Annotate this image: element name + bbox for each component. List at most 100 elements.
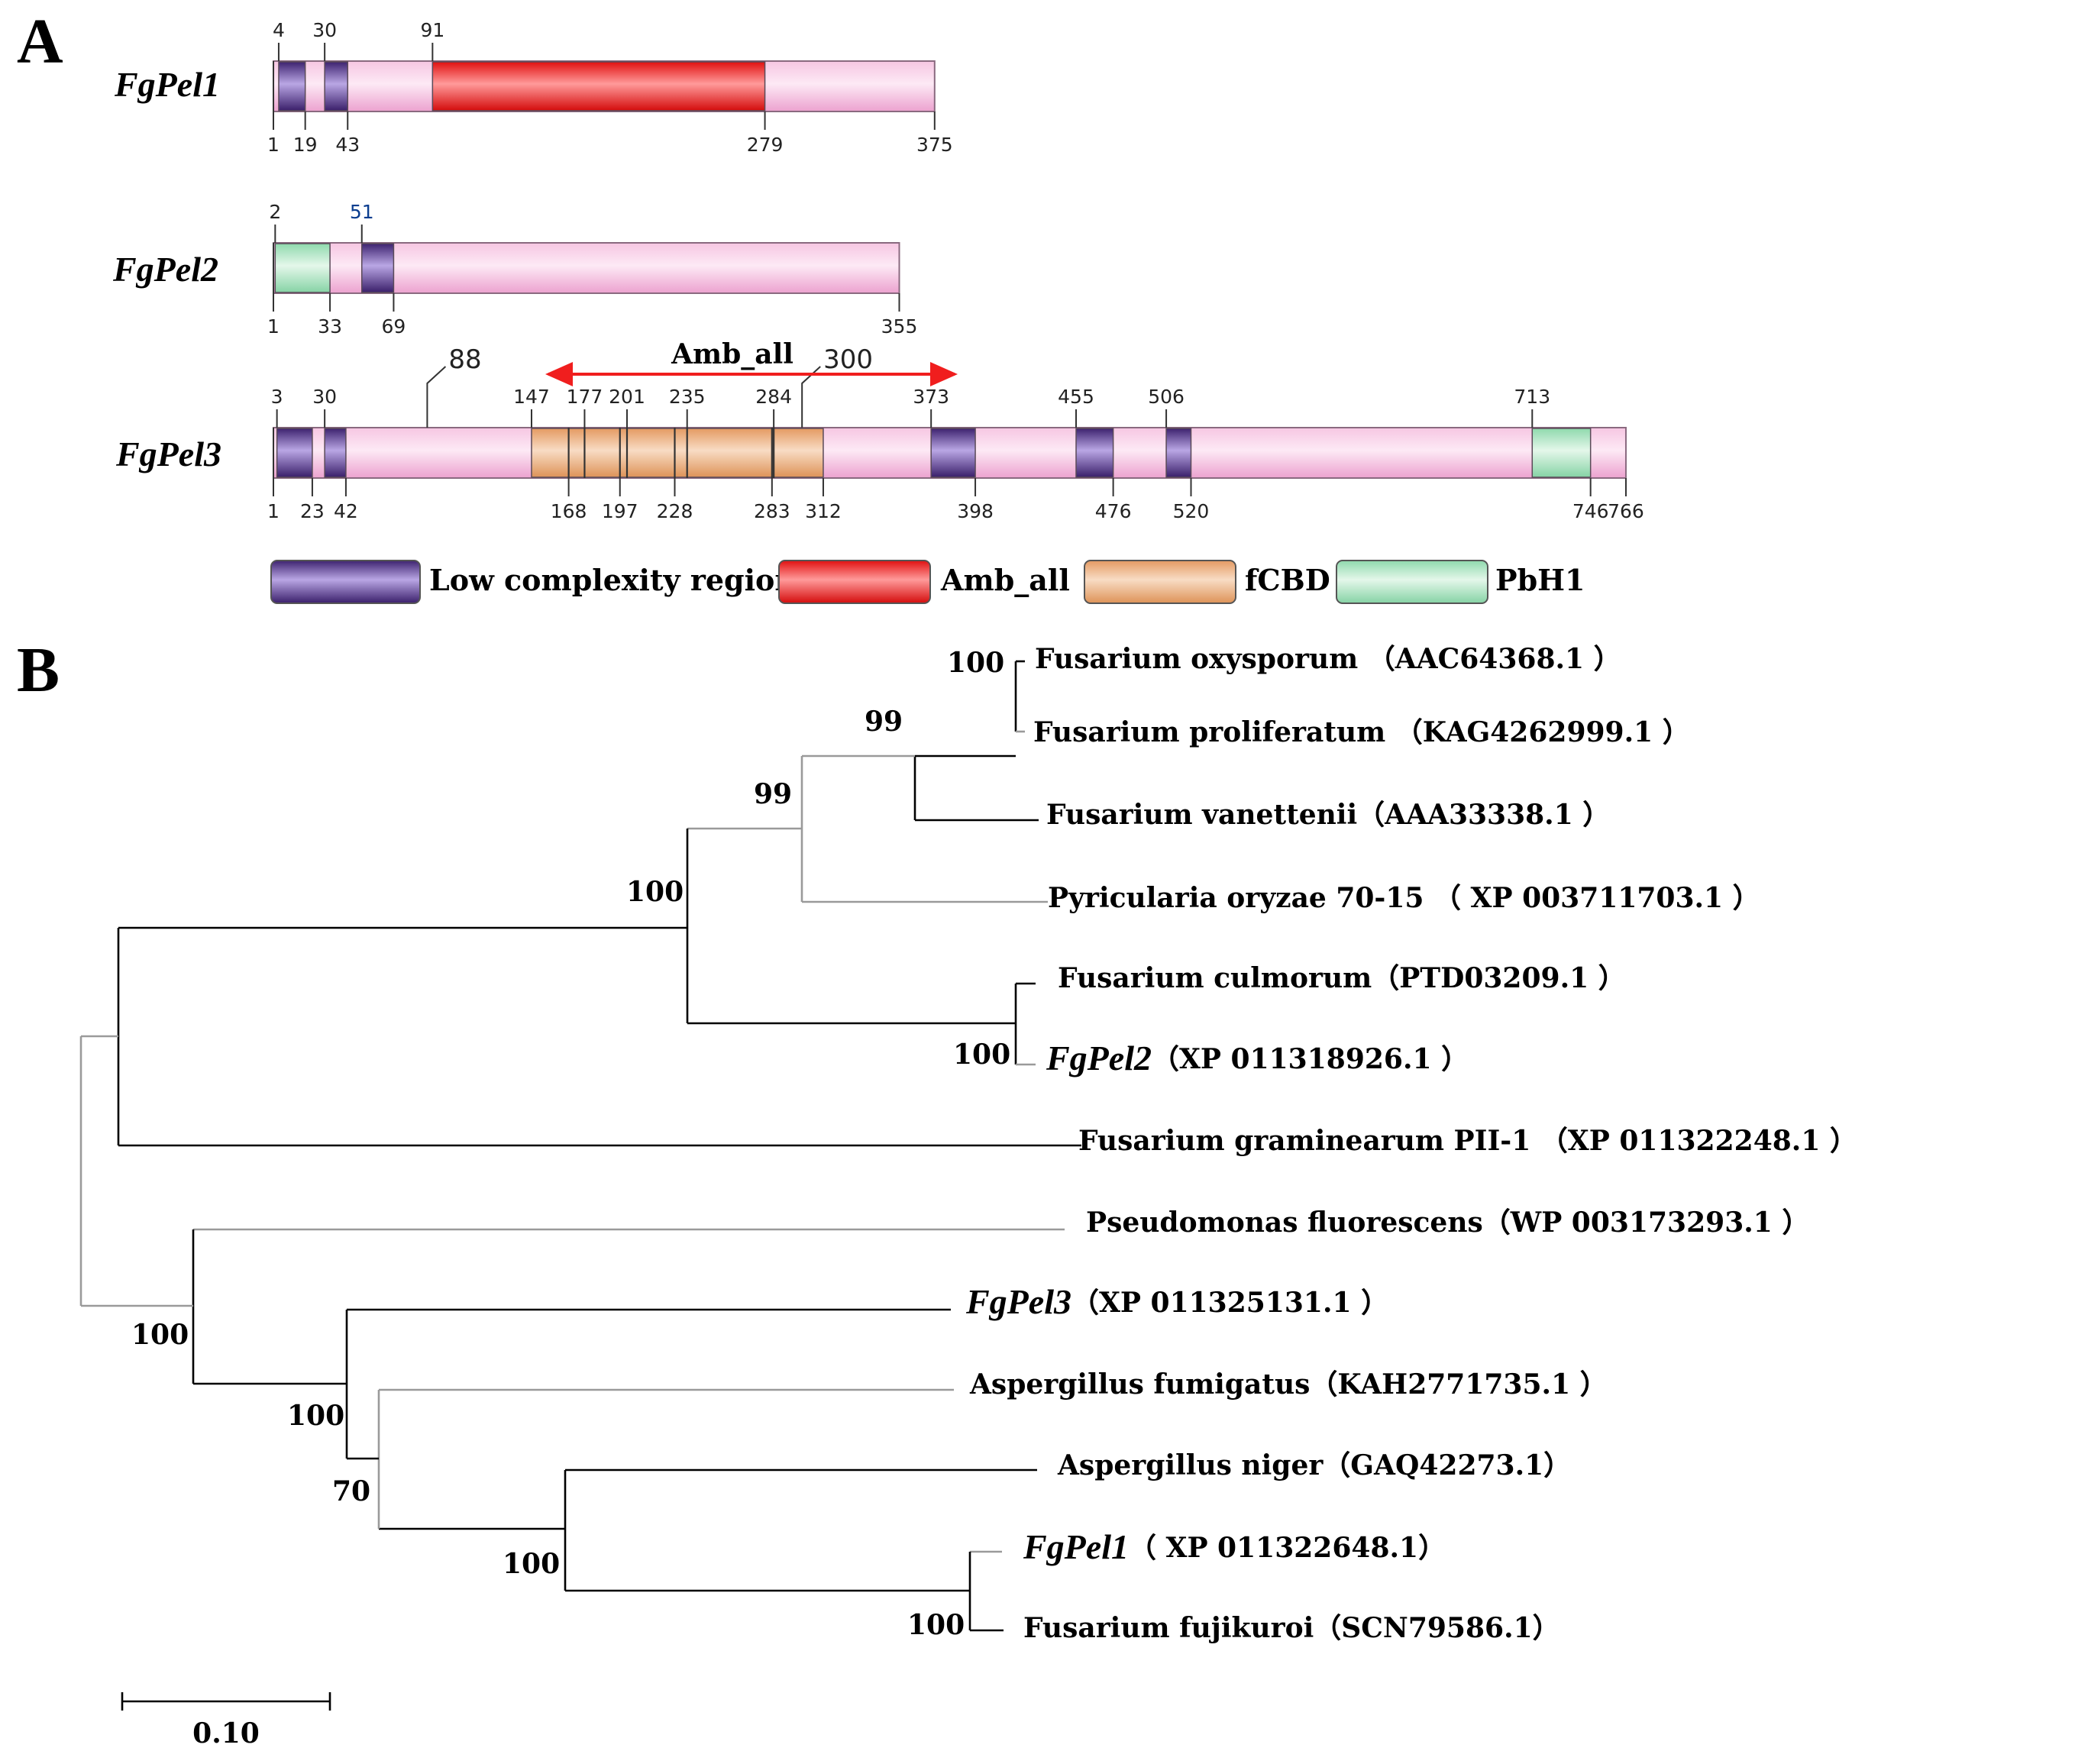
position-label-bottom: 398 xyxy=(957,500,994,522)
domain-fcbd xyxy=(531,428,824,478)
domain-low-complexity xyxy=(324,428,347,478)
leaf-text: （XP 011325131.1 ） xyxy=(1071,1287,1388,1319)
leaf-text: Fusarium graminearum PII-1 （XP 011322248… xyxy=(1078,1125,1857,1157)
leaf-text: （ XP 011322648.1） xyxy=(1129,1532,1446,1564)
domain-low-complexity xyxy=(276,428,313,478)
position-label-bottom: 1 xyxy=(267,134,280,156)
position-label-top: 91 xyxy=(420,19,444,41)
position-label-bottom: 33 xyxy=(318,315,342,338)
legend-swatch-pbh1 xyxy=(1336,560,1488,604)
leaf-text: Fusarium oxysporum （AAC64368.1 ） xyxy=(1035,643,1621,675)
position-label-top: 4 xyxy=(273,19,285,41)
leaf-text: （XP 011318926.1 ） xyxy=(1152,1043,1469,1075)
position-label-top: 455 xyxy=(1058,386,1094,408)
position-label-bottom: 19 xyxy=(293,134,318,156)
position-label-top: 713 xyxy=(1514,386,1550,408)
tree-leaf-label: Aspergillus niger（GAQ42273.1） xyxy=(1057,1449,1571,1481)
position-label-top: 177 xyxy=(567,386,603,408)
position-label-top: 147 xyxy=(513,386,550,408)
position-label-bottom: 23 xyxy=(300,500,325,522)
bootstrap-value: 100 xyxy=(947,647,1004,679)
tree-leaf-label: FgPel2（XP 011318926.1 ） xyxy=(1046,1039,1469,1077)
callout-label: 88 xyxy=(448,344,481,375)
legend-label-pbh1: PbH1 xyxy=(1495,563,1585,597)
position-label-top: 30 xyxy=(312,19,337,41)
domain-low-complexity xyxy=(278,61,306,111)
panel-label-a: A xyxy=(17,6,63,77)
leaf-text: Aspergillus niger（GAQ42273.1） xyxy=(1057,1449,1571,1481)
position-label-top: 373 xyxy=(913,386,949,408)
tree-leaf-label: Fusarium proliferatum （KAG4262999.1 ） xyxy=(1033,716,1690,748)
position-label-bottom: 228 xyxy=(657,500,693,522)
tree-leaf-label: Fusarium culmorum（PTD03209.1 ） xyxy=(1058,962,1626,994)
tree-leaf-label: Aspergillus fumigatus（KAH2771735.1 ） xyxy=(969,1368,1608,1401)
position-label-top: 2 xyxy=(269,201,281,223)
leaf-text: Pyricularia oryzae 70-15 （ XP 003711703.… xyxy=(1048,882,1760,914)
bootstrap-value: 100 xyxy=(626,876,684,908)
tree-leaf-labels: Fusarium oxysporum （AAC64368.1 ） Fusariu… xyxy=(965,643,1857,1644)
position-label-bottom: 476 xyxy=(1095,500,1132,522)
position-label-bottom: 42 xyxy=(334,500,358,522)
leaf-protein-name: FgPel3 xyxy=(965,1282,1071,1321)
position-label-bottom: 375 xyxy=(916,134,953,156)
scale-bar-line xyxy=(121,1692,331,1711)
position-label-top: 30 xyxy=(312,386,337,408)
position-label-top: 3 xyxy=(271,386,283,408)
position-label-bottom: 355 xyxy=(881,315,918,338)
legend-swatch-low-complexity xyxy=(270,560,421,604)
tree-branches xyxy=(79,660,1081,1632)
leaf-protein-name: FgPel2 xyxy=(1046,1039,1152,1077)
tree-leaf-label: Fusarium oxysporum （AAC64368.1 ） xyxy=(1035,643,1621,675)
tree-leaf-label: Pyricularia oryzae 70-15 （ XP 003711703.… xyxy=(1048,882,1760,914)
leaf-text: Fusarium fujikuroi（SCN79586.1） xyxy=(1023,1612,1560,1644)
callout-line xyxy=(426,366,447,428)
position-label-bottom: 69 xyxy=(382,315,406,338)
position-label-bottom: 283 xyxy=(754,500,790,522)
bootstrap-value: 99 xyxy=(754,778,792,810)
leaf-text: Aspergillus fumigatus（KAH2771735.1 ） xyxy=(969,1368,1608,1401)
tree-leaf-label: Fusarium vanettenii（AAA33338.1 ） xyxy=(1046,799,1610,831)
tree-leaf-label: FgPel3（XP 011325131.1 ） xyxy=(965,1282,1388,1321)
callout-label: 300 xyxy=(823,344,873,375)
domain-amb-all xyxy=(431,61,766,111)
domain-pbh1 xyxy=(274,243,331,293)
bootstrap-value: 100 xyxy=(503,1548,560,1580)
protein-name-fgpel2: FgPel2 xyxy=(112,250,218,289)
protein-name-fgpel1: FgPel1 xyxy=(114,65,220,104)
leaf-protein-name: FgPel1 xyxy=(1023,1527,1129,1566)
tree-leaf-label: Fusarium fujikuroi（SCN79586.1） xyxy=(1023,1612,1560,1644)
position-label-top: 235 xyxy=(669,386,706,408)
position-label-bottom: 520 xyxy=(1173,500,1210,522)
position-label-top: 201 xyxy=(609,386,645,408)
leaf-text: Fusarium proliferatum （KAG4262999.1 ） xyxy=(1033,716,1690,748)
position-label-top: 506 xyxy=(1148,386,1185,408)
legend-label-fcbd: fCBD xyxy=(1245,563,1330,597)
position-label-bottom: 279 xyxy=(747,134,784,156)
legend-label-low-complexity: Low complexity region xyxy=(429,563,796,597)
legend-swatch-amb-all xyxy=(778,560,931,604)
bootstrap-value: 100 xyxy=(953,1039,1010,1071)
position-label-bottom: 312 xyxy=(805,500,842,522)
domain-low-complexity xyxy=(324,61,348,111)
domain-low-complexity xyxy=(1165,428,1192,478)
bootstrap-value: 100 xyxy=(907,1609,965,1641)
domain-low-complexity xyxy=(1075,428,1114,478)
scale-bar-label: 0.10 xyxy=(192,1717,260,1749)
bootstrap-value: 100 xyxy=(287,1400,344,1432)
domain-low-complexity xyxy=(361,243,395,293)
domain-low-complexity xyxy=(930,428,976,478)
leaf-text: Fusarium culmorum（PTD03209.1 ） xyxy=(1058,962,1626,994)
bootstrap-value: 100 xyxy=(131,1319,189,1351)
leaf-text: Pseudomonas fluorescens（WP 003173293.1 ） xyxy=(1086,1207,1809,1239)
panel-label-b: B xyxy=(17,635,60,706)
position-label-bottom: 1 xyxy=(267,500,280,522)
tree-leaf-label: Fusarium graminearum PII-1 （XP 011322248… xyxy=(1078,1125,1857,1157)
position-label-bottom: 168 xyxy=(551,500,587,522)
domain-pbh1 xyxy=(1531,428,1592,478)
